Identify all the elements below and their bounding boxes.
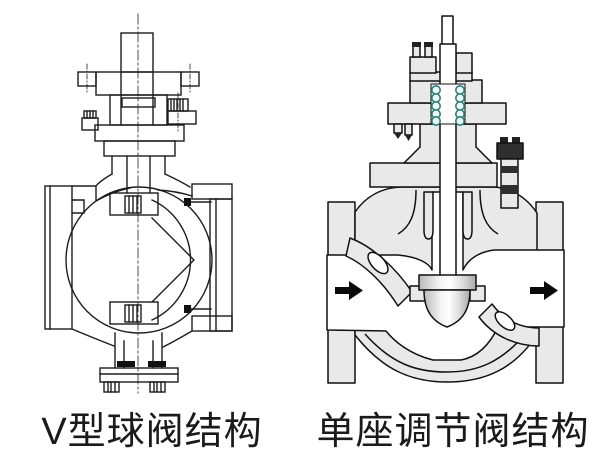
- mounting-bracket: [77, 63, 200, 96]
- flow-arrow-icon: [530, 281, 558, 300]
- right-figure-caption: 单座调节阀结构: [316, 410, 590, 453]
- side-stud-bolt: [496, 137, 524, 209]
- bonnet-drip-tabs: [393, 123, 413, 141]
- single-seat-valve-drawing: [326, 15, 565, 384]
- right-pipe-flange: [157, 183, 233, 348]
- flow-direction-arrows: [335, 281, 558, 300]
- valve-stem: [439, 15, 457, 285]
- body-inner-wall: [364, 331, 528, 373]
- packing-coils: [430, 83, 466, 127]
- v-notch-ball: [65, 186, 213, 334]
- bonnet-packing: [81, 92, 197, 188]
- stem-guide: [397, 189, 499, 240]
- valve-plug: [418, 274, 477, 328]
- flow-arrow-icon: [335, 281, 363, 300]
- valve-stem: [120, 32, 154, 194]
- v-ball-valve-drawing: [44, 13, 233, 394]
- left-figure-caption: V型球阀结构: [41, 410, 263, 453]
- bottom-flange: [99, 332, 179, 393]
- valve-diagrams-canvas: [44, 13, 565, 394]
- left-pipe-flange: [44, 185, 131, 347]
- body-webs: [345, 237, 540, 347]
